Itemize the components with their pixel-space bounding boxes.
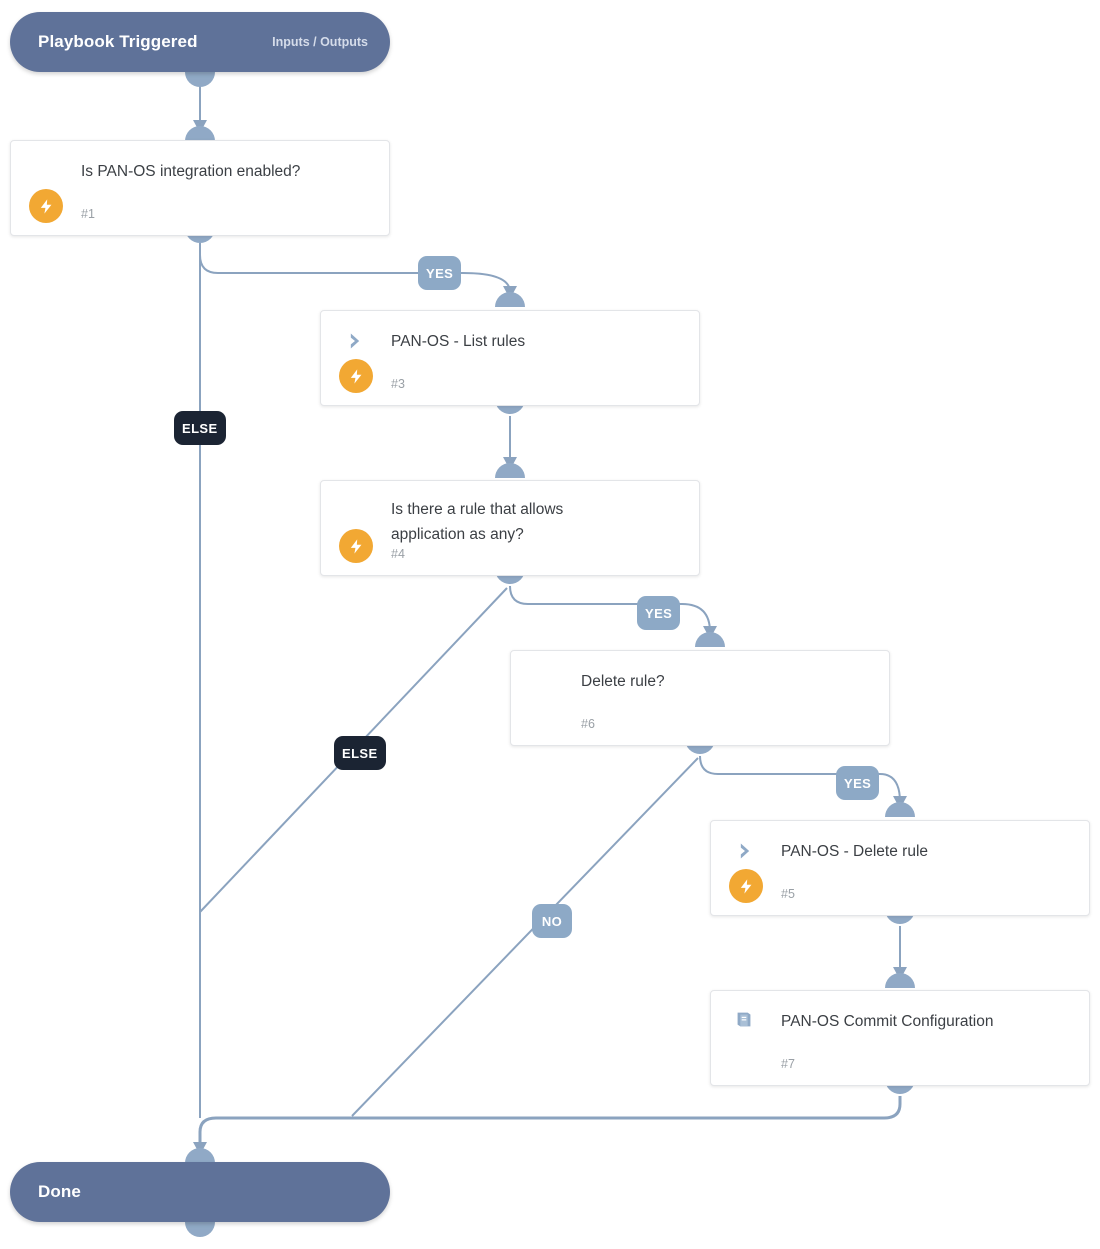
anchor-4-in (495, 463, 525, 478)
anchor-start-out (185, 72, 215, 87)
anchor-1-in (185, 126, 215, 141)
task-title-5: PAN-OS - Delete rule (781, 843, 929, 860)
branch-label: YES (426, 265, 454, 281)
branch-badge-yes-4[interactable]: YES (637, 596, 681, 630)
edge-1-yes-to-3 (199, 254, 511, 293)
end-node-label: Done (38, 1182, 81, 1201)
book-icon (733, 1009, 757, 1033)
anchor-3-in (495, 292, 525, 307)
task-number-7: #7 (781, 1057, 795, 1071)
branch-badge-no-6[interactable]: NO (532, 904, 572, 938)
trigger-bolt-icon-5 (729, 869, 763, 903)
anchor-5-in (885, 802, 915, 817)
task-number-1: #1 (81, 207, 95, 221)
anchor-done-in (185, 1148, 215, 1163)
trigger-bolt-icon-4 (339, 529, 373, 563)
branch-label: YES (844, 775, 872, 791)
end-node[interactable]: Done (10, 1162, 390, 1222)
condition-diamond-icon (35, 159, 59, 183)
edge-7-to-done (198, 1096, 902, 1148)
command-chevron-icon (735, 841, 759, 865)
task-title-7: PAN-OS Commit Configuration (781, 1013, 994, 1030)
task-title-3: PAN-OS - List rules (391, 333, 526, 350)
branch-badge-yes-1[interactable]: YES (418, 256, 462, 290)
task-title-4: Is there a rule that allows application … (391, 501, 564, 543)
task-card-4[interactable]: Is there a rule that allows application … (320, 480, 700, 576)
task-card-5[interactable]: PAN-OS - Delete rule #5 (710, 820, 1090, 916)
task-number-4: #4 (391, 547, 405, 561)
task-number-6: #6 (581, 717, 595, 731)
task-number-3: #3 (391, 377, 405, 391)
trigger-bolt-icon-3 (339, 359, 373, 393)
task-card-7[interactable]: PAN-OS Commit Configuration #7 (710, 990, 1090, 1086)
start-node[interactable]: Playbook Triggered Inputs / Outputs (10, 12, 390, 72)
start-node-label: Playbook Triggered (38, 32, 198, 51)
branch-badge-else-4[interactable]: ELSE (334, 736, 386, 770)
branch-badge-yes-6[interactable]: YES (836, 766, 880, 800)
condition-diamond-icon (345, 499, 369, 523)
inputs-outputs-label[interactable]: Inputs / Outputs (272, 35, 368, 49)
branch-badge-else-1[interactable]: ELSE (174, 411, 226, 445)
anchor-7-in (885, 973, 915, 988)
command-chevron-icon (345, 331, 369, 355)
task-card-3[interactable]: PAN-OS - List rules #3 (320, 310, 700, 406)
branch-label: NO (541, 913, 563, 929)
edge-6-no-to-done (351, 757, 699, 1117)
anchor-6-in (695, 632, 725, 647)
branch-label: ELSE (342, 745, 378, 761)
branch-label: ELSE (182, 420, 218, 436)
trigger-bolt-icon-1 (29, 189, 63, 223)
task-number-5: #5 (781, 887, 795, 901)
task-title-6: Delete rule? (581, 673, 665, 690)
branch-label: YES (645, 605, 673, 621)
anchor-done-out (185, 1222, 215, 1237)
task-title-1: Is PAN-OS integration enabled? (81, 163, 301, 180)
condition-diamond-icon (535, 669, 559, 693)
task-card-1[interactable]: Is PAN-OS integration enabled? #1 (10, 140, 390, 236)
task-card-6[interactable]: Delete rule? #6 (510, 650, 890, 746)
